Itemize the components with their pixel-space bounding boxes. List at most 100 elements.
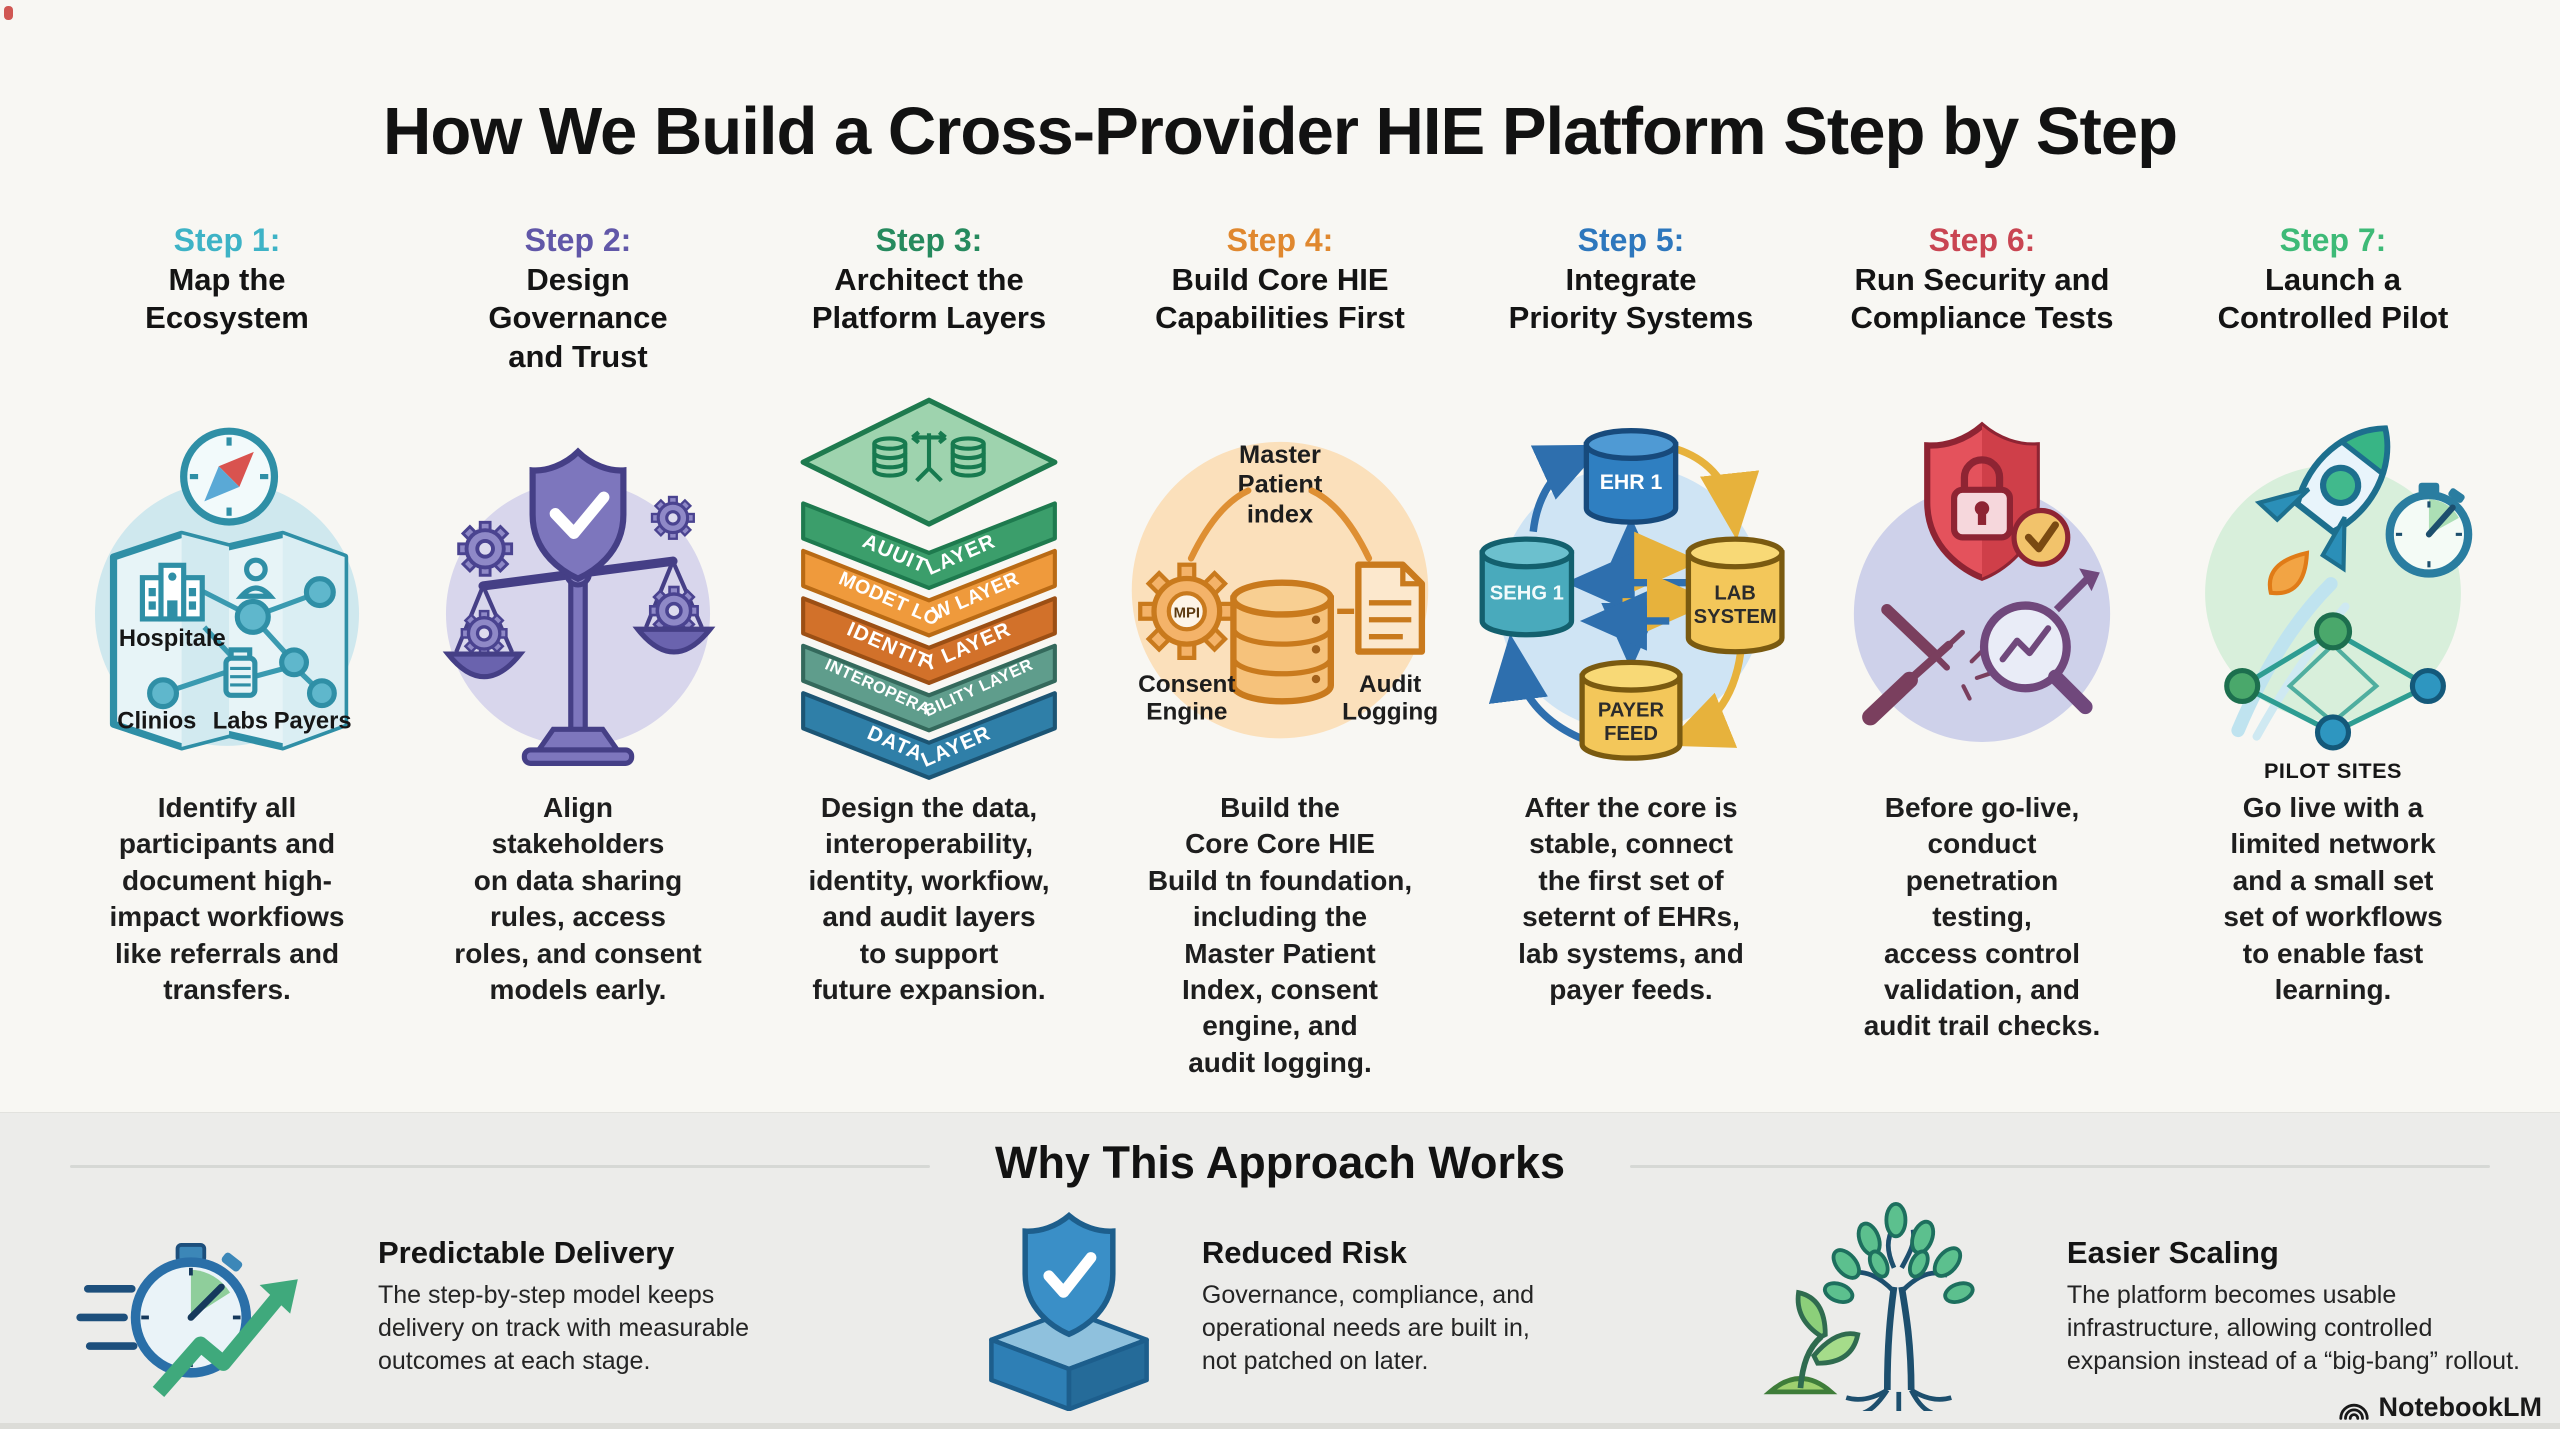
roots [1845, 1387, 1952, 1411]
map-icon-svg: Hospitale Clinios Labs Payers [94, 427, 360, 751]
network-node [279, 647, 310, 678]
svg-text:Patient: Patient [1238, 471, 1323, 499]
step-5-header: Step 5: Integrate Priority Systems [1509, 222, 1754, 392]
why-heading: Why This Approach Works [994, 1137, 1566, 1188]
benefit-body: The platform becomes usable infrastructu… [2066, 1280, 2520, 1375]
flame-icon [2267, 550, 2310, 596]
benefit-title: Reduced Risk [1201, 1234, 1407, 1270]
step-3-header: Step 3: Architect the Platform Layers [812, 222, 1046, 392]
step-6-title: Run Security and Compliance Tests [1850, 262, 2114, 336]
benefit-title: Easier Scaling [2066, 1234, 2279, 1270]
pilot-node [2224, 667, 2261, 705]
step-4-column: Step 4: Build Core HIE Capabilities Firs… [1109, 222, 1451, 1081]
step-1-label: Step 1: [173, 222, 281, 258]
benefit-easier-scaling: Easier Scaling The platform becomes usab… [1749, 1201, 2520, 1411]
pilot-node [2314, 714, 2352, 751]
audit-layer [801, 501, 1057, 591]
rocket-icon-svg: PILOT SITES [2205, 425, 2473, 783]
step-3-title: Architect the Platform Layers [811, 262, 1047, 336]
network-node [234, 598, 271, 635]
screwdriver-icon [1862, 629, 1965, 726]
page-title: How We Build a Cross-Provider HIE Platfo… [382, 93, 2178, 169]
governance-trust-icon [423, 392, 733, 784]
step-6-label: Step 6: [1928, 222, 2036, 258]
map-label-hospitals: Hospitale [119, 626, 226, 652]
shield-icon [529, 447, 627, 583]
tree-icon [1822, 1201, 1975, 1411]
why-section: Why This Approach Works [0, 1112, 2560, 1429]
scale-icon-svg [442, 447, 716, 766]
audit-document-icon [1355, 561, 1426, 655]
check-icon [549, 491, 610, 539]
step-4-title: Build Core HIE Capabilities First [1155, 262, 1405, 336]
security-icon-svg [1853, 421, 2111, 742]
step-7-title: Launch a Controlled Pilot [2217, 262, 2449, 336]
mpi-gear-label: MPI [1174, 606, 1200, 622]
map-label-payers: Payers [274, 708, 352, 734]
benefit-body: Governance, compliance, and operational … [1201, 1280, 1535, 1375]
corner-artifact [4, 6, 13, 20]
svg-text:SYSTEM: SYSTEM [1694, 606, 1777, 628]
benefits-row: Predictable Delivery The step-by-step mo… [70, 1201, 2520, 1411]
ehr-cylinder: EHR 1 [1583, 428, 1679, 525]
consent-engine-label: Consent [1138, 671, 1235, 698]
payer-feed-cylinder: PAYER FEED [1579, 659, 1683, 761]
watermark-label: NotebookLM [2378, 1392, 2542, 1422]
pilot-node [2313, 612, 2353, 651]
ehr-label: EHR 1 [1600, 470, 1663, 494]
step-1-title: Map the Ecosystem [145, 262, 309, 336]
check-icon [1043, 1252, 1097, 1298]
network-node [306, 678, 337, 709]
layers-icon-svg: AUUIT LAYER MODET LOW LAYER IDENTITY LAY… [800, 397, 1058, 780]
step-6-header: Step 6: Run Security and Compliance Test… [1850, 222, 2113, 392]
benefit-reduced-risk: Reduced Risk Governance, compliance, and… [964, 1201, 1534, 1411]
identity-layer [801, 596, 1057, 685]
benefit-text: Easier Scaling The platform becomes usab… [2067, 1235, 2520, 1378]
pill-bottle-icon [223, 647, 258, 698]
padlock-shackle [1960, 456, 2004, 490]
pilot-launch-icon: PILOT SITES [2178, 392, 2488, 784]
benefit-text: Reduced Risk Governance, compliance, and… [1202, 1235, 1534, 1378]
workflow-layer [801, 548, 1057, 638]
payer-feed-label: PAYER [1598, 700, 1665, 722]
step-3-column: Step 3: Architect the Platform Layers [758, 222, 1100, 1081]
step-3-description: Design the data, interoperability, ident… [808, 792, 1050, 1005]
benefit-text: Predictable Delivery The step-by-step mo… [378, 1235, 749, 1378]
divider-right [1630, 1165, 2490, 1168]
step-7-description: Go live with a limited network and a sma… [2223, 792, 2443, 1005]
security-tests-icon [1827, 392, 2137, 784]
map-label-clinics: Clinios [117, 708, 196, 734]
steps-row: Step 1: Map the Ecosystem [56, 222, 2504, 1081]
network-node [303, 576, 336, 609]
step-2-column: Step 2: Design Governance and Trust [407, 222, 749, 1081]
step-2-title: Design Governance and Trust [488, 262, 668, 374]
network-node [147, 677, 180, 710]
left-system-cylinder: SEHG 1 [1479, 536, 1575, 638]
benefit-body: The step-by-step model keeps delivery on… [378, 1280, 749, 1375]
benefit-title: Predictable Delivery [378, 1234, 675, 1270]
pilot-sites-label: PILOT SITES [2264, 758, 2402, 783]
gear-icon [456, 520, 514, 578]
growth-tree-icon [1763, 1201, 1975, 1411]
divider-left [70, 1165, 930, 1168]
gear-icon [460, 609, 509, 658]
mpi-icon-svg: Master Patient index [1131, 441, 1438, 739]
step-7-header: Step 7: Launch a Controlled Pilot [2218, 222, 2449, 392]
bottom-edge [0, 1423, 2560, 1429]
gear-icon [650, 495, 696, 541]
step-2-header: Step 2: Design Governance and Trust [488, 222, 667, 392]
mpi-title: Master Patient index [1238, 441, 1323, 528]
watermark: NotebookLM [2337, 1392, 2542, 1423]
left-system-label: SEHG 1 [1490, 583, 1564, 605]
person-icon [235, 557, 277, 599]
pilot-node [2409, 667, 2446, 705]
step-7-label: Step 7: [2279, 222, 2387, 258]
consent-gear-icon: MPI [1138, 562, 1236, 660]
step-3-label: Step 3: [875, 222, 983, 258]
map-ecosystem-icon: Hospitale Clinios Labs Payers [72, 392, 382, 784]
benefit-predictable-delivery: Predictable Delivery The step-by-step mo… [70, 1201, 749, 1411]
step-2-label: Step 2: [524, 222, 632, 258]
step-4-label: Step 4: [1226, 222, 1334, 258]
systems-icon-svg: EHR 1 SEHG 1 LAB SYSTEM [1479, 428, 1785, 761]
map-label-labs: Labs [213, 708, 268, 734]
